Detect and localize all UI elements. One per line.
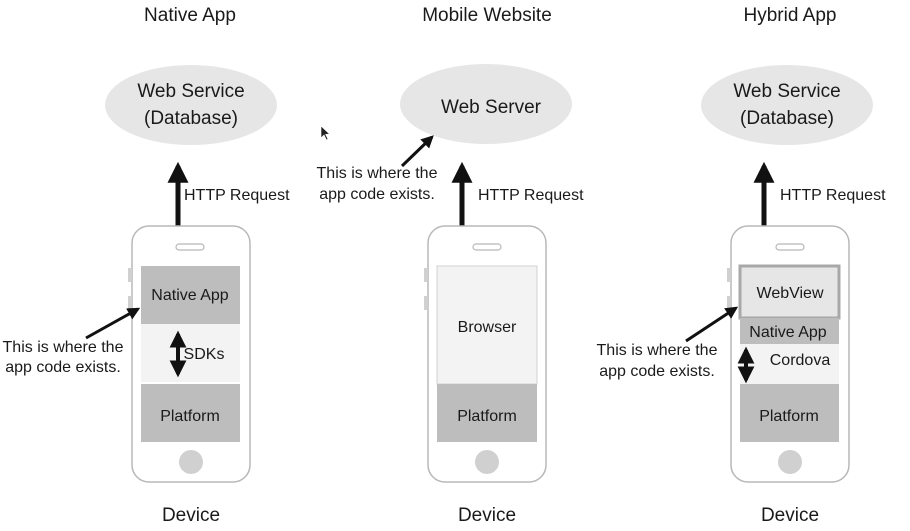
side-button (727, 296, 731, 310)
layer-sdks (141, 324, 240, 382)
server-label-line2: (Database) (740, 108, 834, 129)
layer-label-sdks: SDKs (184, 346, 225, 363)
native-app-column: Native App Web Service (Database) HTTP R… (3, 5, 291, 526)
code-note-line1: This is where the (317, 165, 438, 182)
layer-platform (437, 384, 537, 442)
layer-cordova (740, 344, 839, 384)
side-button (128, 268, 132, 282)
layer-native-app (740, 318, 839, 344)
phone-device: Native App SDKs Platform (128, 225, 251, 483)
server-ellipse (105, 65, 277, 145)
mobile-website-column: Mobile Website Web Server HTTP Request T… (317, 5, 585, 526)
home-button (778, 450, 802, 474)
home-button (475, 450, 499, 474)
column-title: Hybrid App (744, 5, 837, 26)
side-button (128, 296, 132, 310)
server-label-line1: Web Server (441, 97, 542, 118)
code-note-line2: app code exists. (319, 186, 435, 203)
speaker-slot (472, 243, 502, 251)
hybrid-app-column: Hybrid App Web Service (Database) HTTP R… (597, 5, 887, 526)
layer-label-native-app: Native App (151, 287, 228, 304)
code-note-arrow (685, 306, 739, 343)
layer-platform (141, 384, 240, 442)
layer-label-platform: Platform (759, 408, 819, 425)
device-label: Device (458, 505, 516, 526)
speaker-slot (175, 243, 205, 251)
layer-label-webview: WebView (757, 285, 824, 302)
server-label-line2: (Database) (144, 108, 238, 129)
side-button (424, 268, 428, 282)
http-request-label: HTTP Request (478, 187, 584, 204)
server-ellipse (701, 65, 873, 145)
code-note-arrow (85, 307, 141, 340)
phone-device: Browser Platform (424, 225, 547, 483)
phone-device: WebView Native App Cordova Platform (727, 225, 850, 483)
layer-label-native-app: Native App (749, 324, 826, 341)
column-title: Mobile Website (422, 5, 552, 26)
server-node: Web Service (Database) (701, 65, 873, 145)
column-title: Native App (144, 5, 236, 26)
layer-label-browser: Browser (458, 319, 517, 336)
layer-native-app (141, 266, 240, 324)
layer-browser (436, 265, 538, 385)
server-ellipse (400, 64, 572, 144)
http-request-label: HTTP Request (184, 187, 290, 204)
layer-label-platform: Platform (160, 408, 220, 425)
speaker-slot (775, 243, 805, 251)
layer-label-cordova: Cordova (770, 352, 831, 369)
side-button (424, 296, 428, 310)
code-note-line1: This is where the (3, 339, 124, 356)
mouse-cursor-icon (320, 125, 331, 141)
server-node: Web Service (Database) (105, 65, 277, 145)
server-node: Web Server (400, 64, 572, 144)
layer-label-platform: Platform (457, 408, 517, 425)
http-request-label: HTTP Request (780, 187, 886, 204)
device-label: Device (761, 505, 819, 526)
home-button (179, 450, 203, 474)
code-note-line2: app code exists. (5, 359, 121, 376)
code-note-line1: This is where the (597, 342, 718, 359)
layer-platform (740, 384, 839, 442)
side-button (727, 268, 731, 282)
device-label: Device (162, 505, 220, 526)
code-note-line2: app code exists. (599, 363, 715, 380)
server-label-line1: Web Service (137, 81, 244, 102)
server-label-line1: Web Service (733, 81, 840, 102)
code-note-arrow (400, 135, 434, 168)
